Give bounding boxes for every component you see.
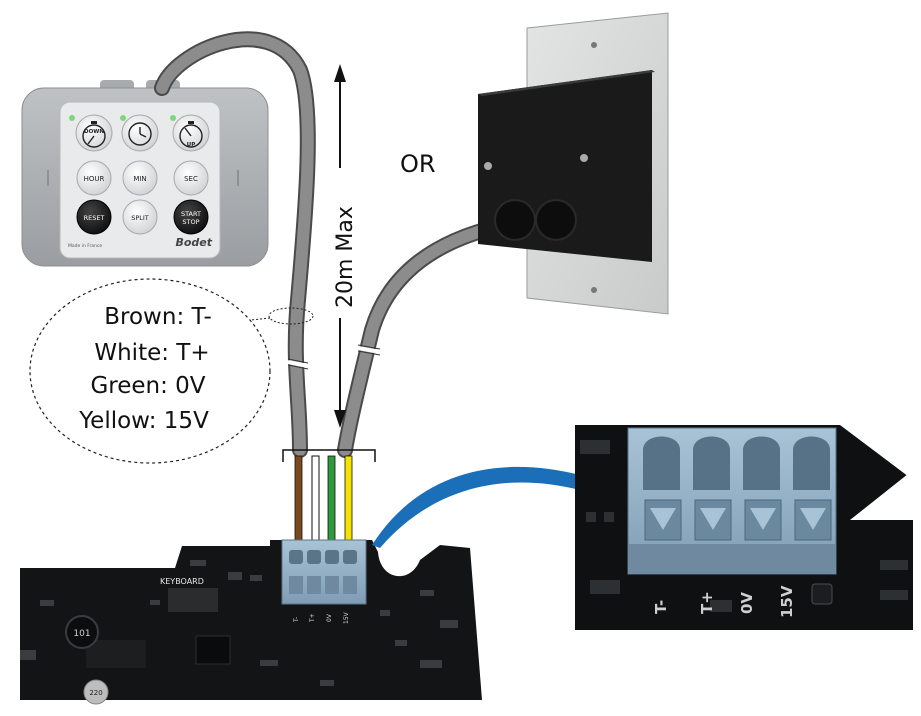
min-button-label: MIN <box>133 175 146 183</box>
min-button[interactable]: MIN <box>122 160 158 196</box>
inductor-label: 101 <box>73 629 90 639</box>
down-button[interactable]: DOWN <box>75 114 113 152</box>
down-button-label: DOWN <box>84 129 104 135</box>
stopwatch-up-icon <box>179 121 203 148</box>
led-down <box>69 115 75 121</box>
wire-legend: Brown: T- White: T+ Green: 0V Yellow: 15… <box>78 304 212 434</box>
made-in-label: Made in France <box>68 243 102 249</box>
wires <box>294 455 353 545</box>
arrow-down-icon <box>334 410 346 428</box>
terminal-label-small-2: T+ <box>309 613 316 623</box>
capacitor <box>83 679 109 705</box>
wall-box-cable <box>337 218 508 458</box>
wire-legend-line-1: Brown: T- <box>104 304 212 330</box>
start-button-label: START <box>181 210 201 218</box>
green-wire <box>327 455 336 545</box>
wire-legend-line-4: Yellow: 15V <box>78 408 209 434</box>
terminal-label-t-minus: T- <box>652 600 670 614</box>
cap-label: 220 <box>89 689 102 697</box>
ic-chip <box>195 635 231 665</box>
wire-legend-line-2: White: T+ <box>94 340 209 366</box>
clock-button[interactable] <box>121 114 159 152</box>
led-clock <box>120 115 126 121</box>
cable-gland-left-icon <box>494 199 536 241</box>
wall-box <box>478 12 669 315</box>
circuit-board: 101 220 KEYBOARD T- T+ 0V 15V <box>20 539 482 705</box>
led-up <box>170 115 176 121</box>
start-stop-button[interactable]: START STOP <box>173 199 209 235</box>
stopwatch-down-icon <box>82 121 106 148</box>
distance-arrow <box>334 64 346 428</box>
terminal-label-t-plus: T+ <box>698 591 716 614</box>
distance-label: 20m Max <box>333 206 358 308</box>
reset-button-label: RESET <box>84 214 105 222</box>
sec-button[interactable]: SEC <box>173 160 209 196</box>
split-button-label: SPLIT <box>131 214 149 222</box>
sec-button-label: SEC <box>184 175 198 183</box>
keyboard-connector <box>168 588 218 612</box>
terminal-zoom-inset: T- T+ 0V 15V <box>575 425 913 630</box>
terminal-labels-small: T- T+ 0V 15V <box>293 611 350 624</box>
ic-chip-2 <box>86 640 146 668</box>
brand-logo: Bodet <box>175 236 212 249</box>
terminal-block <box>281 539 367 605</box>
hour-button-label: HOUR <box>84 175 105 183</box>
wire-legend-bubble <box>29 278 271 464</box>
wire-bracket <box>282 449 376 462</box>
keyboard-label: KEYBOARD <box>160 577 204 586</box>
cable-detail-marker <box>268 307 314 325</box>
callout-swoosh <box>372 466 580 548</box>
cable-gland-right-icon <box>535 199 577 241</box>
terminal-label-0v: 0V <box>738 592 756 614</box>
terminal-label-small-4: 15V <box>343 611 350 624</box>
terminal-label-small-1: T- <box>293 617 300 623</box>
terminal-label-small-3: 0V <box>326 613 333 622</box>
up-button[interactable]: UP <box>172 114 210 152</box>
wire-legend-line-3: Green: 0V <box>90 373 205 399</box>
inductor <box>65 615 99 649</box>
remote-cable <box>154 31 316 458</box>
reset-button[interactable]: RESET <box>76 199 112 235</box>
screw-right-icon <box>580 154 588 162</box>
hour-button[interactable]: HOUR <box>76 160 112 196</box>
cable-break-mark-2 <box>357 346 381 354</box>
white-wire <box>311 455 320 545</box>
screw-left-icon <box>484 162 492 170</box>
cable-break-mark <box>287 360 309 368</box>
brown-wire <box>294 455 303 545</box>
up-button-label: UP <box>187 142 196 148</box>
or-label: OR <box>400 150 436 178</box>
arrow-up-icon <box>334 64 346 82</box>
stop-button-label: STOP <box>182 218 199 226</box>
yellow-wire <box>344 455 353 545</box>
split-button[interactable]: SPLIT <box>122 199 158 235</box>
terminal-label-15v: 15V <box>778 585 796 618</box>
clock-icon <box>128 122 152 146</box>
